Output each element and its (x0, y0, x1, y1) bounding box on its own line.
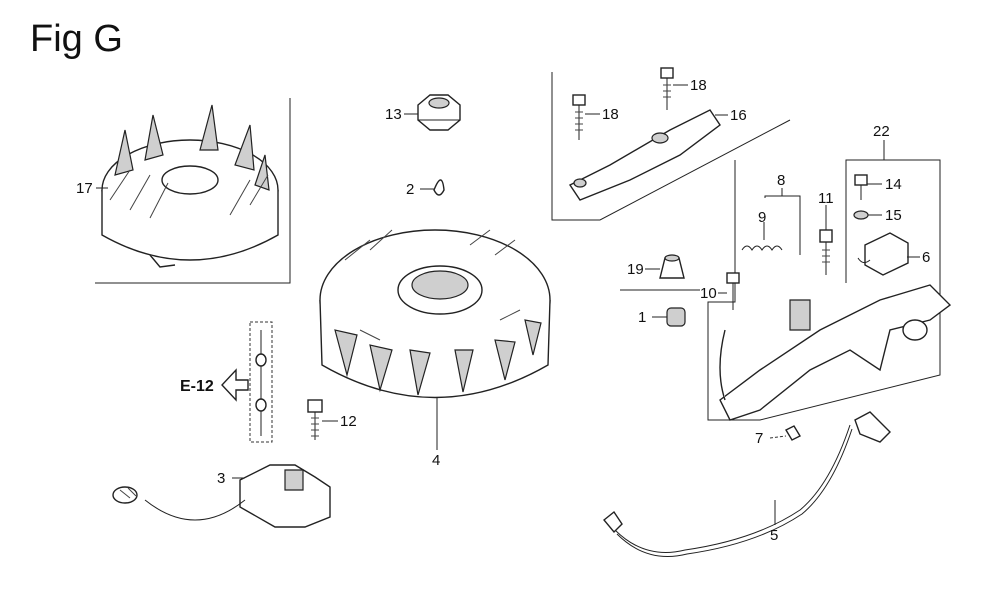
callout-4-label: 4 (432, 452, 440, 469)
part-bracket[interactable] (719, 284, 952, 421)
callout-16: 16 (715, 107, 747, 124)
part-18-bolt-right[interactable] (660, 67, 674, 110)
part-2-key[interactable] (433, 179, 445, 196)
callout-1: 1 (638, 309, 667, 326)
part-16-plate[interactable] (551, 72, 791, 221)
part-9-spring[interactable] (741, 245, 783, 251)
part-19-grommet[interactable] (659, 254, 685, 279)
callout-9-label: 9 (758, 209, 766, 226)
callout-8: 8 (764, 172, 801, 255)
callout-6-label: 6 (922, 249, 930, 266)
part-18-bolt-left[interactable] (572, 94, 586, 140)
callout-14-label: 14 (885, 176, 902, 193)
part-7-clip[interactable] (785, 425, 801, 441)
part-17-flywheel[interactable] (95, 98, 291, 284)
callout-15-label: 15 (885, 207, 902, 224)
callout-3: 3 (217, 470, 245, 487)
callout-5: 5 (770, 500, 778, 544)
part-11-bolt[interactable] (819, 229, 833, 275)
callout-18-left: 18 (585, 106, 619, 123)
part-1-grommet[interactable] (666, 307, 686, 327)
callout-7-label: 7 (755, 430, 763, 447)
callout-2: 2 (406, 181, 434, 198)
callout-14: 14 (867, 176, 902, 193)
callout-9: 9 (758, 209, 766, 240)
callout-11: 11 (818, 190, 834, 230)
part-3-ignition-coil[interactable] (112, 464, 331, 528)
callout-17: 17 (76, 180, 108, 197)
callout-13: 13 (385, 106, 418, 123)
callout-10-label: 10 (700, 285, 717, 302)
callout-19-label: 19 (627, 261, 644, 278)
callout-17-label: 17 (76, 180, 93, 197)
part-6-switch[interactable] (857, 232, 909, 276)
callout-6: 6 (907, 249, 930, 266)
bracket-frame (707, 159, 941, 421)
callout-22-label: 22 (873, 123, 890, 140)
group-22-frame (845, 140, 885, 283)
callout-15: 15 (868, 207, 902, 224)
e12-reference[interactable]: E-12 (180, 321, 273, 443)
part-10-bolt[interactable] (726, 272, 740, 310)
callout-18-right-label: 18 (690, 77, 707, 94)
callout-11-label: 11 (818, 190, 834, 207)
part-5-wire[interactable] (603, 411, 891, 557)
part-12-bolt[interactable] (307, 399, 323, 440)
callout-19: 19 (627, 261, 660, 278)
callout-12-label: 12 (340, 413, 357, 430)
callout-3-label: 3 (217, 470, 225, 487)
part-4-flywheel[interactable] (319, 229, 551, 399)
part-15-washer[interactable] (853, 210, 869, 220)
callout-2-label: 2 (406, 181, 414, 198)
part-13-nut[interactable] (417, 94, 461, 131)
callout-10: 10 (700, 285, 727, 302)
callout-18-right: 18 (673, 77, 707, 94)
callout-18-left-label: 18 (602, 106, 619, 123)
callout-5-label: 5 (770, 527, 778, 544)
part-14-screw[interactable] (854, 174, 868, 200)
callout-8-label: 8 (777, 172, 785, 189)
callout-7: 7 (755, 430, 787, 447)
e12-reference-label: E-12 (180, 378, 214, 395)
callout-13-label: 13 (385, 106, 402, 123)
figure-title: Fig G (30, 18, 123, 60)
callout-4: 4 (432, 398, 440, 469)
callout-22: 22 (873, 123, 890, 140)
callout-12: 12 (322, 413, 357, 430)
callout-1-label: 1 (638, 309, 646, 326)
callout-16-label: 16 (730, 107, 747, 124)
